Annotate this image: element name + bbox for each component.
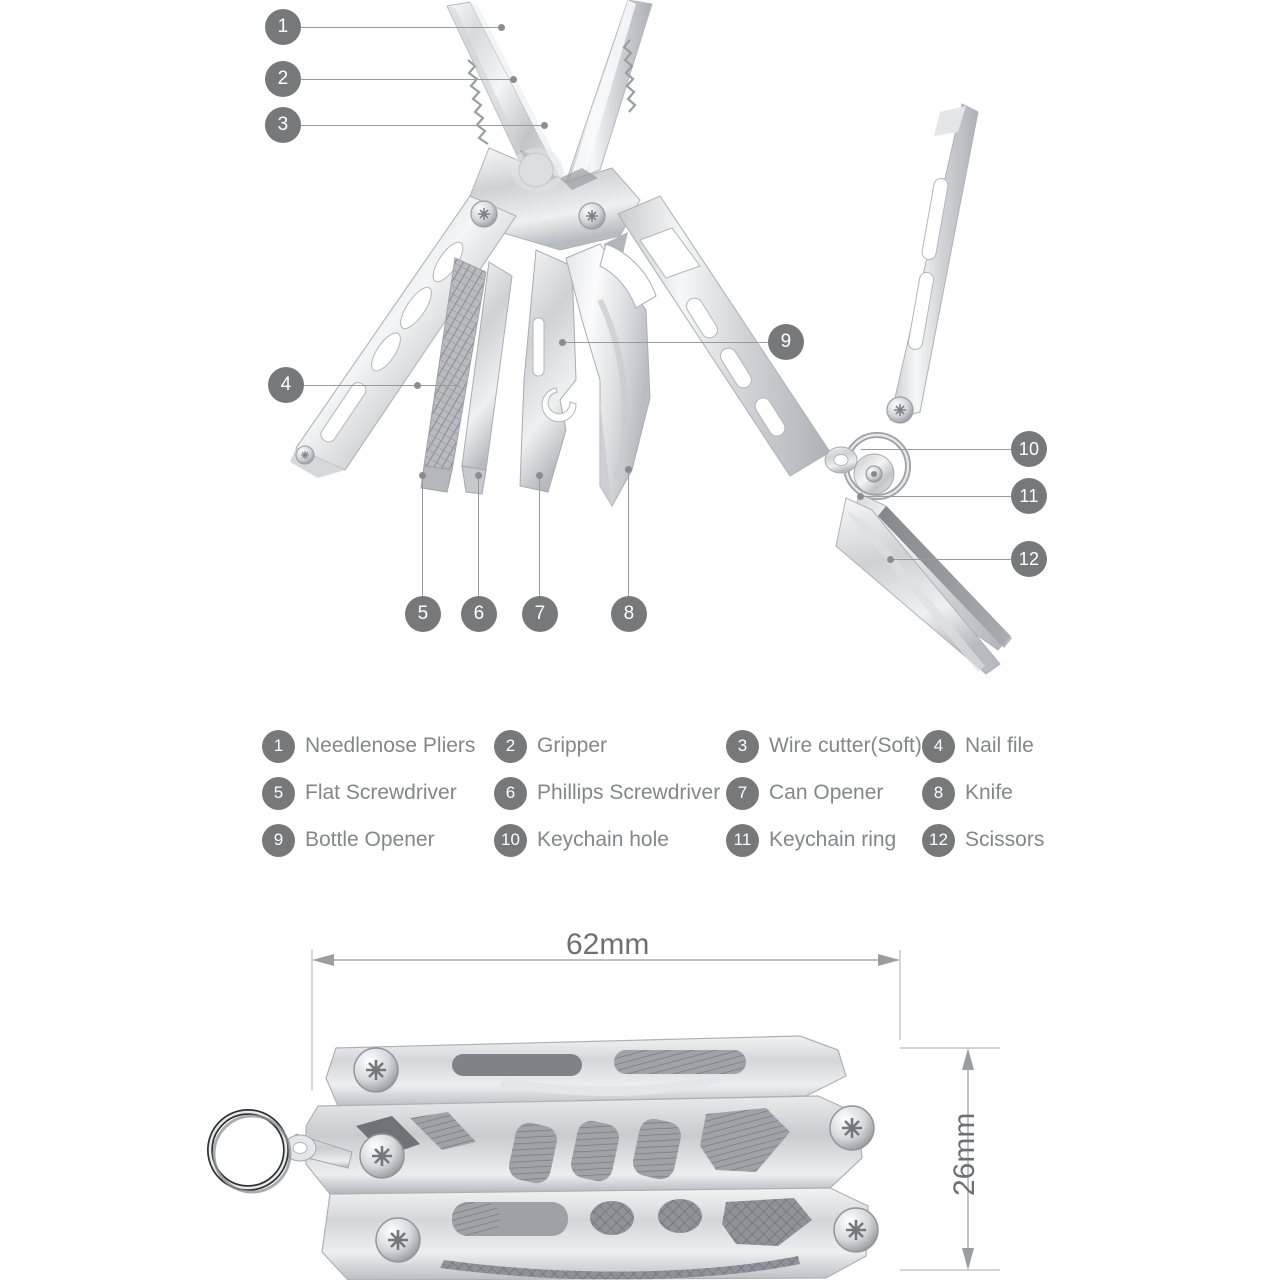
width-dimension-label: 62mm — [566, 928, 650, 961]
folded-multitool — [207, 1035, 879, 1281]
dimension-lines — [311, 950, 1000, 1271]
callout-endpoint-dot — [625, 466, 632, 473]
callout-badge: 7 — [522, 596, 558, 632]
legend-label: Needlenose Pliers — [305, 734, 476, 757]
callout-badge: 6 — [461, 596, 497, 632]
callout-leader-line — [563, 342, 768, 344]
legend-row: 5 Flat Screwdriver 6 Phillips Screwdrive… — [262, 773, 1052, 813]
knife-blade-tool — [565, 243, 651, 507]
callout-leader-line — [861, 496, 1011, 498]
legend-badge: 10 — [494, 823, 527, 857]
legend-label: Gripper — [537, 734, 608, 757]
callout-endpoint-dot — [887, 556, 894, 563]
legend-item-12: 12 Scissors — [922, 820, 1044, 860]
callout-badge: 10 — [1011, 431, 1047, 467]
plier-jaw-left — [446, 1, 566, 197]
legend-label: Wire cutter(Soft) — [769, 734, 922, 757]
legend-item-8: 8 Knife — [922, 773, 1013, 813]
scissors-blades — [835, 493, 1012, 675]
legend-item-4: 4 Nail file — [922, 726, 1034, 766]
legend-badge: 3 — [726, 729, 759, 763]
legend-label: Flat Screwdriver — [305, 781, 457, 804]
legend-item-2: 2 Gripper — [494, 726, 726, 766]
callout-badge: 4 — [268, 367, 304, 403]
legend-row: 9 Bottle Opener 10 Keychain hole 11 Keyc… — [262, 820, 1052, 860]
legend-item-11: 11 Keychain ring — [726, 820, 922, 860]
callout-leader-line — [891, 559, 1011, 561]
callout-badge: 11 — [1011, 478, 1047, 514]
legend-badge: 2 — [494, 729, 527, 763]
legend-label: Can Opener — [769, 781, 884, 804]
multitool-illustration — [290, 0, 1012, 675]
legend-label: Phillips Screwdriver — [537, 781, 721, 804]
legend-badge: 9 — [262, 823, 295, 857]
callout-leader-line — [539, 476, 541, 596]
legend-badge: 1 — [262, 729, 295, 763]
callout-leader-line — [422, 476, 424, 596]
legend-label: Nail file — [965, 734, 1034, 757]
dimension-drawing: 62mm 26mm — [0, 900, 1280, 1281]
callout-badge: 1 — [265, 9, 301, 45]
callout-endpoint-dot — [857, 493, 864, 500]
legend-item-10: 10 Keychain hole — [494, 820, 726, 860]
callout-leader-line — [301, 125, 544, 127]
legend-badge: 11 — [726, 823, 759, 857]
multitool-exploded-diagram: 1 2 3 4 5 6 7 — [265, 0, 1047, 675]
callout-badge: 3 — [265, 107, 301, 143]
legend-item-5: 5 Flat Screwdriver — [262, 773, 494, 813]
legend-item-9: 9 Bottle Opener — [262, 820, 494, 860]
callout-endpoint-dot — [536, 472, 543, 479]
callout-leader-line — [301, 27, 501, 29]
arrowhead-right — [878, 954, 900, 966]
height-dimension-label: 26mm — [948, 1112, 981, 1196]
legend-badge: 8 — [922, 776, 955, 810]
keyring — [207, 1109, 353, 1194]
callout-endpoint-dot — [559, 339, 566, 346]
nail-file-tool — [420, 257, 487, 493]
scissors-arm-upper — [886, 103, 979, 424]
legend-badge: 4 — [922, 729, 955, 763]
legend-item-3: 3 Wire cutter(Soft) — [726, 726, 922, 766]
arrowhead-left — [312, 954, 334, 966]
legend-badge: 6 — [494, 776, 527, 810]
legend-row: 1 Needlenose Pliers 2 Gripper 3 Wire cut… — [262, 726, 1052, 766]
legend-badge: 5 — [262, 776, 295, 810]
callout-endpoint-dot — [419, 472, 426, 479]
callout-leader-line — [304, 385, 459, 387]
callout-badge: 5 — [405, 596, 441, 632]
callout-endpoint-dot — [541, 122, 548, 129]
callout-endpoint-dot — [475, 472, 482, 479]
legend-label: Scissors — [965, 828, 1045, 851]
callout-badge: 12 — [1011, 541, 1047, 577]
callout-leader-line — [861, 449, 1011, 451]
arrowhead-bottom — [962, 1248, 974, 1270]
scissors-pivot-keyring — [824, 432, 911, 500]
legend-item-6: 6 Phillips Screwdriver — [494, 773, 726, 813]
callout-badge: 8 — [611, 596, 647, 632]
callout-endpoint-dot — [498, 24, 505, 31]
parts-legend: 1 Needlenose Pliers 2 Gripper 3 Wire cut… — [262, 726, 1052, 871]
folded-tool-illustration — [207, 950, 1000, 1281]
legend-label: Keychain hole — [537, 828, 669, 851]
callout-badge: 9 — [768, 324, 804, 360]
arrowhead-top — [962, 1048, 974, 1070]
callout-leader-line — [301, 79, 513, 81]
can-opener-tool — [519, 249, 577, 493]
plier-jaw-right — [565, 0, 653, 183]
callout-endpoint-dot — [414, 382, 421, 389]
callout-leader-line — [628, 470, 630, 596]
legend-label: Keychain ring — [769, 828, 897, 851]
legend-badge: 12 — [922, 823, 955, 857]
bottle-opener-feature — [599, 243, 657, 309]
legend-label: Bottle Opener — [305, 828, 435, 851]
legend-label: Knife — [965, 781, 1013, 804]
legend-item-1: 1 Needlenose Pliers — [262, 726, 494, 766]
callout-endpoint-dot — [510, 76, 517, 83]
callout-leader-line — [478, 476, 480, 596]
callout-badge: 2 — [265, 61, 301, 97]
legend-item-7: 7 Can Opener — [726, 773, 922, 813]
pivot-screws — [470, 200, 606, 230]
legend-badge: 7 — [726, 776, 759, 810]
